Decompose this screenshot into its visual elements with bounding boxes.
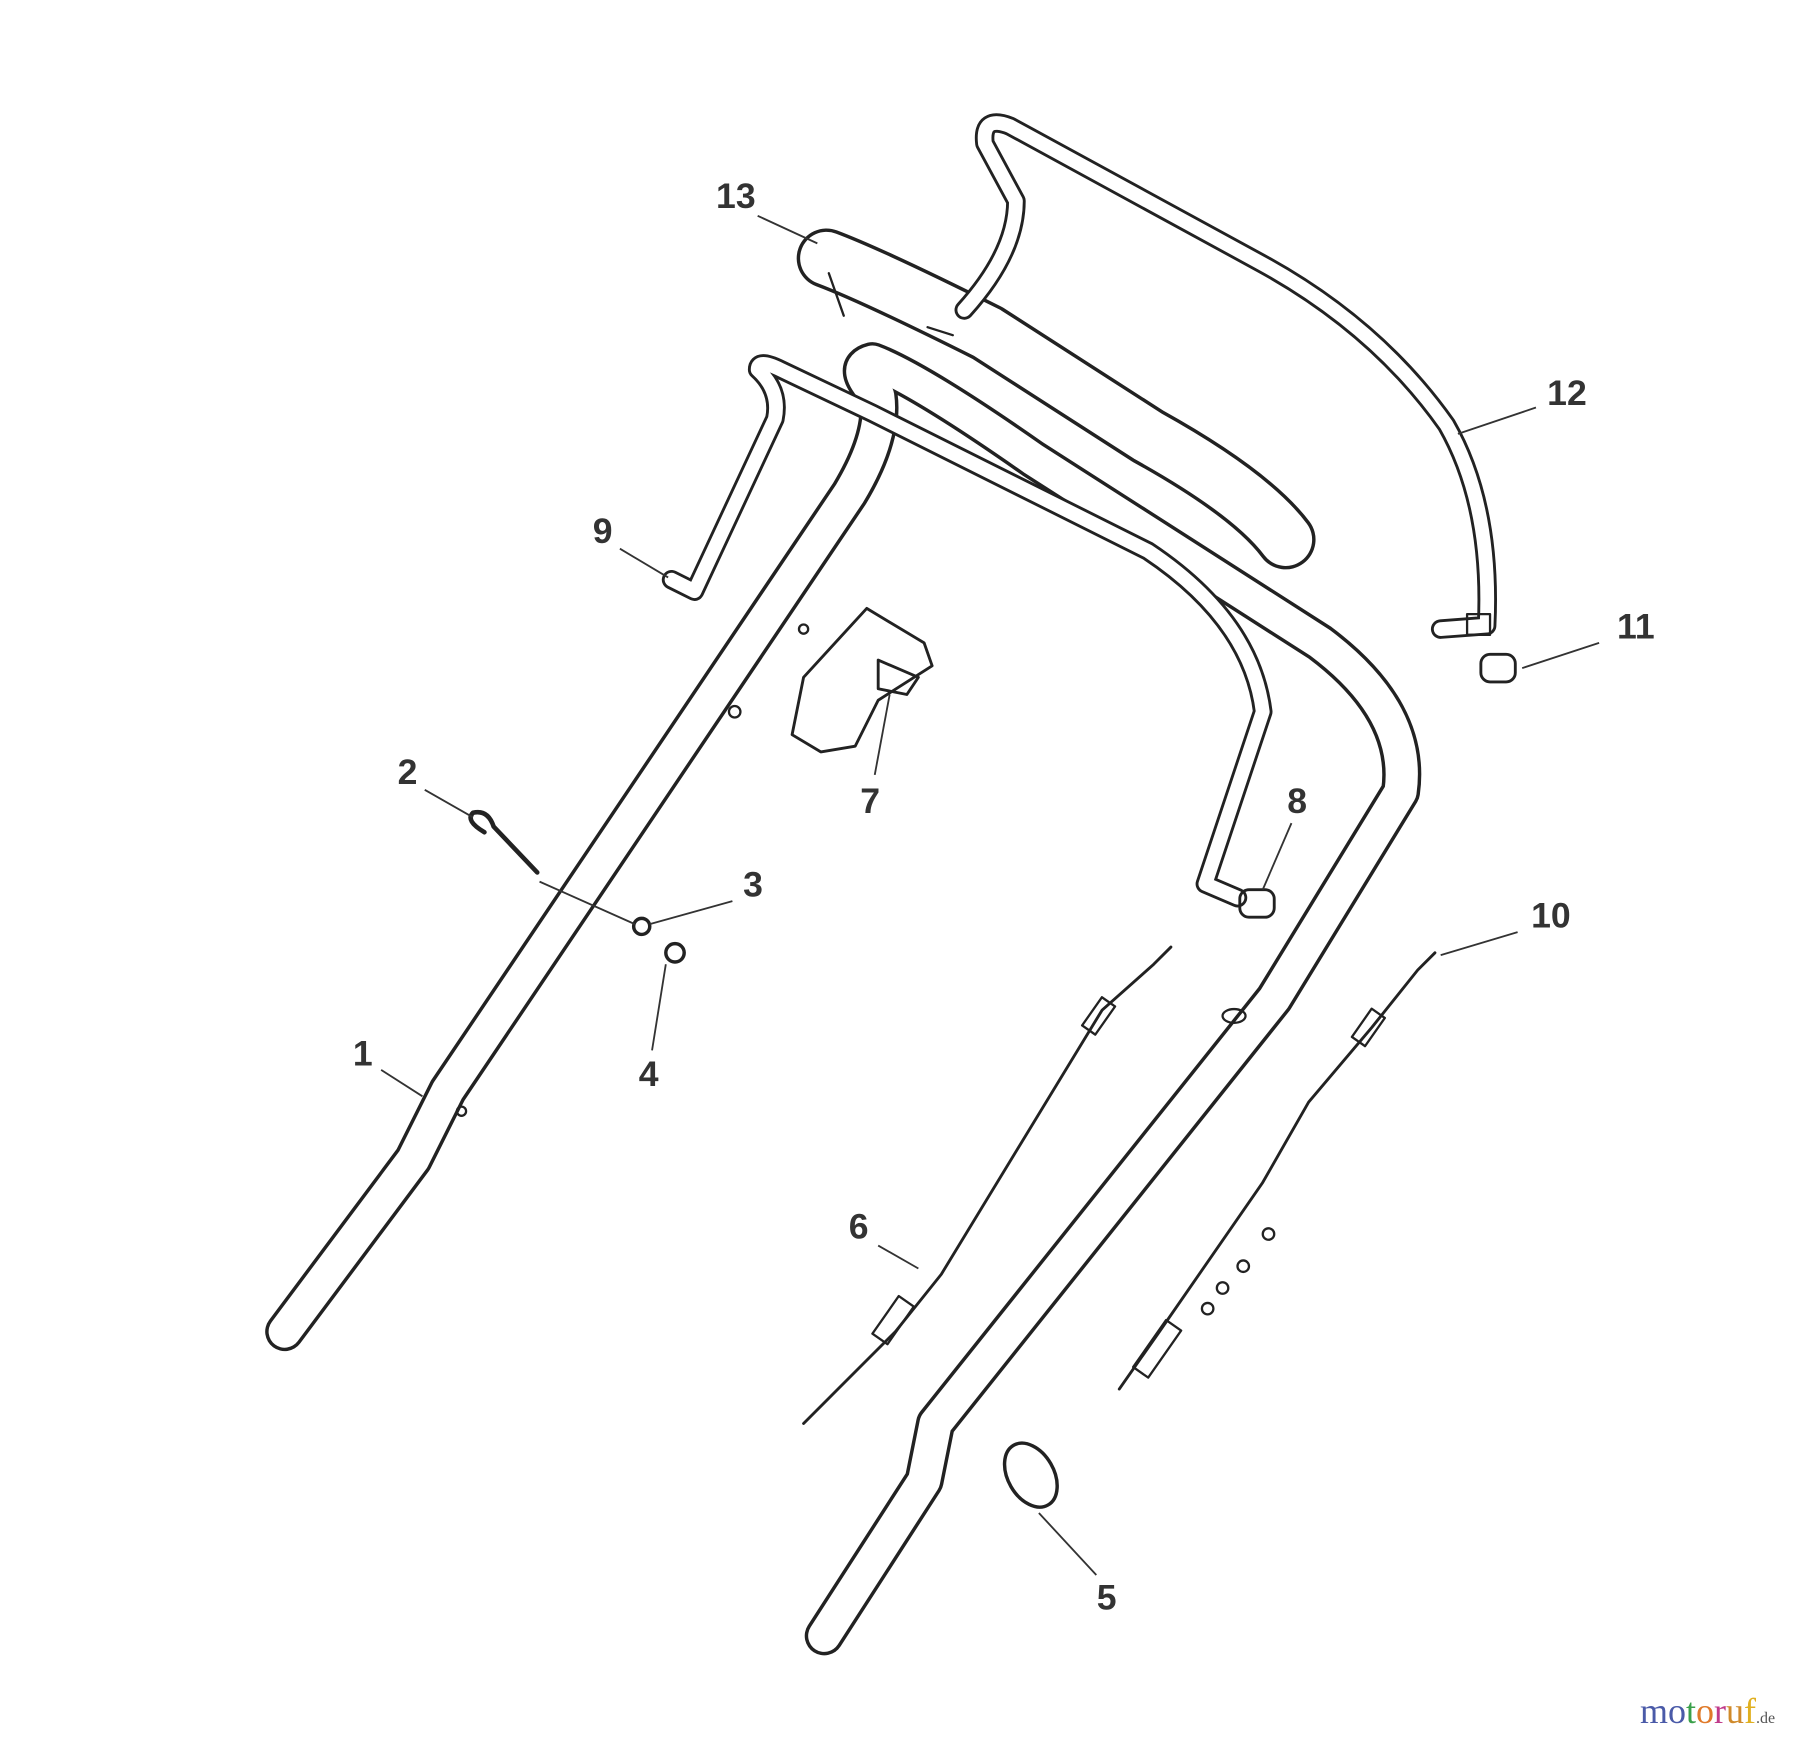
logo-letter: o	[1696, 1691, 1715, 1731]
part-4-nut	[664, 941, 686, 964]
logo-letter: t	[1686, 1691, 1697, 1731]
part-11-bushing	[1479, 652, 1517, 684]
part-10-cable	[1117, 951, 1437, 1391]
callout-12: 12	[1547, 373, 1587, 413]
logo-letter: r	[1714, 1691, 1727, 1731]
leader-lines	[380, 214, 1600, 1576]
part-13-handle-grip	[796, 228, 1316, 570]
callout-3: 3	[743, 865, 763, 905]
callout-13: 13	[716, 176, 756, 216]
callout-10: 10	[1531, 896, 1571, 936]
part-8-bushing	[1238, 888, 1276, 919]
callout-11: 11	[1617, 606, 1655, 646]
logo-letter: m	[1640, 1691, 1669, 1731]
callout-7: 7	[860, 781, 880, 821]
part-12-upper-bail	[954, 113, 1497, 639]
logo-letter: f	[1744, 1691, 1757, 1731]
callout-5: 5	[1097, 1577, 1117, 1617]
callout-2: 2	[398, 752, 418, 792]
part-2-hook-bolt	[468, 809, 540, 875]
callout-6: 6	[849, 1207, 869, 1247]
logo-letter: o	[1668, 1691, 1687, 1731]
logo-letter: u	[1726, 1691, 1745, 1731]
part-9-lower-bail	[661, 354, 1273, 908]
part-6-cable	[802, 945, 1173, 1425]
part-1-main-handle	[265, 342, 1422, 1656]
part-7-cable-guide	[790, 606, 934, 754]
callout-8: 8	[1287, 781, 1307, 821]
part-3-washer	[631, 916, 652, 937]
logo-suffix: .de	[1756, 1710, 1776, 1727]
callout-9: 9	[593, 511, 613, 551]
part-5-cable-clip	[1002, 1441, 1059, 1509]
callout-4: 4	[639, 1054, 659, 1094]
watermark-logo: motoruf.de	[1640, 1690, 1775, 1732]
callout-1: 1	[353, 1033, 373, 1073]
